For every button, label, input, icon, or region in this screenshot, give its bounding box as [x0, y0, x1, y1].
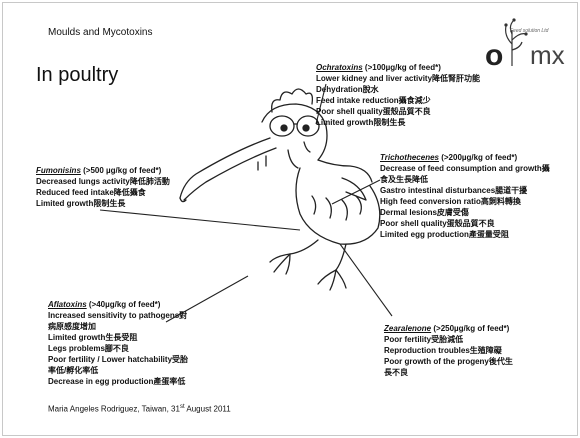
- aflatoxins-effect: Limited growth生長受阻: [48, 332, 188, 343]
- aflatoxins-name: Aflatoxins: [48, 300, 87, 309]
- zearalenone-effect: Poor fertility受胎減低: [384, 334, 513, 345]
- ochratoxins-name: Ochratoxins: [316, 63, 363, 72]
- fumonisins-name: Fumonisins: [36, 166, 81, 175]
- aflatoxins-threshold: (>40µg/kg of feed*): [87, 300, 161, 309]
- zearalenone-effect: 長不良: [384, 367, 513, 378]
- ochratoxins-effect: Feed intake reduction攝食減少: [316, 95, 480, 106]
- ochratoxins-heading: Ochratoxins (>100µg/kg of feed*): [316, 62, 480, 73]
- trichothecenes-threshold: (>200µg/kg of feed*): [439, 153, 517, 162]
- trichothecenes-heading: Trichothecenes (>200µg/kg of feed*): [380, 152, 550, 163]
- zearalenone-effect: Reproduction troubles生殖障礙: [384, 345, 513, 356]
- aflatoxins-effect: Poor fertility / Lower hatchability受胎: [48, 354, 188, 365]
- trichothecenes-effect: High feed conversion ratio高飼料轉換: [380, 196, 550, 207]
- ochratoxins-block: Ochratoxins (>100µg/kg of feed*) Lower k…: [316, 62, 480, 128]
- trichothecenes-effect: Limited egg production產蛋量受阻: [380, 229, 550, 240]
- fumonisins-heading: Fumonisins (>500 µg/kg of feed*): [36, 165, 170, 176]
- zearalenone-name: Zearalenone: [384, 324, 431, 333]
- pointer-trichothecenes: [332, 180, 380, 204]
- aflatoxins-effect: 率低/孵化率低: [48, 365, 188, 376]
- aflatoxins-heading: Aflatoxins (>40µg/kg of feed*): [48, 299, 188, 310]
- pointer-zearalenone: [340, 244, 392, 316]
- trichothecenes-effect: 食及生長降低: [380, 174, 550, 185]
- fumonisins-effect: Decreased lungs activity降低肺活動: [36, 176, 170, 187]
- zearalenone-heading: Zearalenone (>250µg/kg of feed*): [384, 323, 513, 334]
- aflatoxins-effect: Increased sensitivity to pathogens對: [48, 310, 188, 321]
- zearalenone-block: Zearalenone (>250µg/kg of feed*) Poor fe…: [384, 323, 513, 378]
- fumonisins-threshold: (>500 µg/kg of feed*): [81, 166, 161, 175]
- zearalenone-threshold: (>250µg/kg of feed*): [431, 324, 509, 333]
- slide-footer: Maria Angeles Rodriguez, Taiwan, 31st Au…: [48, 404, 231, 414]
- trichothecenes-effect: Decrease of feed consumption and growth攝: [380, 163, 550, 174]
- ochratoxins-threshold: (>100µg/kg of feed*): [363, 63, 441, 72]
- ochratoxins-effect: Limited growth限制生長: [316, 117, 480, 128]
- fumonisins-block: Fumonisins (>500 µg/kg of feed*) Decreas…: [36, 165, 170, 209]
- aflatoxins-effect: 病原感度增加: [48, 321, 188, 332]
- ochratoxins-effect: Dehydration脫水: [316, 84, 480, 95]
- fumonisins-effect: Limited growth限制生長: [36, 198, 170, 209]
- aflatoxins-effect: Legs problems腳不良: [48, 343, 188, 354]
- trichothecenes-effect: Gastro intestinal disturbances腸道干擾: [380, 185, 550, 196]
- fumonisins-effect: Reduced feed intake降低攝食: [36, 187, 170, 198]
- trichothecenes-effect: Dermal lesions皮膚受傷: [380, 207, 550, 218]
- ochratoxins-effect: Lower kidney and liver activity降低腎肝功能: [316, 73, 480, 84]
- trichothecenes-effect: Poor shell quality蛋殼品質不良: [380, 218, 550, 229]
- trichothecenes-block: Trichothecenes (>200µg/kg of feed*) Decr…: [380, 152, 550, 240]
- aflatoxins-effect: Decrease in egg production產蛋率低: [48, 376, 188, 387]
- aflatoxins-block: Aflatoxins (>40µg/kg of feed*) Increased…: [48, 299, 188, 387]
- trichothecenes-name: Trichothecenes: [380, 153, 439, 162]
- footer-author: Maria Angeles Rodriguez, Taiwan, 31: [48, 405, 180, 414]
- footer-date: August 2011: [185, 405, 231, 414]
- ochratoxins-effect: Poor shell quality蛋殼品質不良: [316, 106, 480, 117]
- pointer-fumonisins: [100, 210, 300, 230]
- zearalenone-effect: Poor growth of the progeny後代生: [384, 356, 513, 367]
